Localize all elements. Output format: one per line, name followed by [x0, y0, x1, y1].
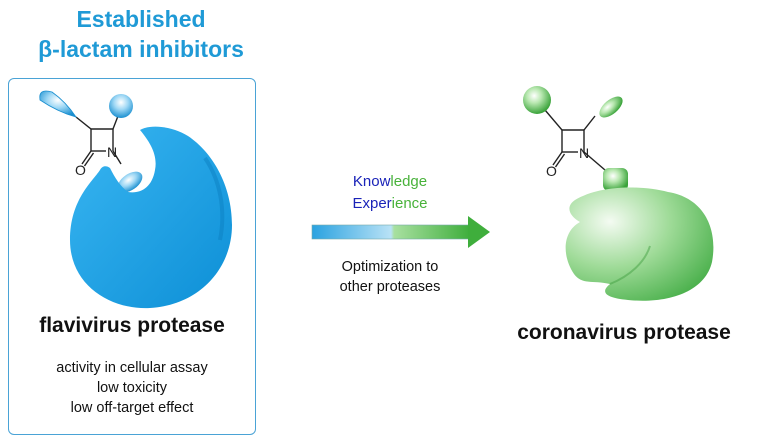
knowledge-word: Knowledge [352, 173, 428, 190]
right-oxygen-label: O [546, 163, 557, 179]
left-sphere-substituent [109, 94, 133, 118]
left-oxygen-label: O [75, 162, 86, 178]
left-nitrogen-label: N [107, 144, 117, 160]
diagram-title: Established β-lactam inhibitors [10, 4, 272, 64]
left-beta-lactam-structure: O N [75, 115, 122, 178]
flavivirus-panel [8, 78, 256, 435]
right-nitrogen-label: N [579, 145, 589, 161]
right-cube-substituent [603, 168, 628, 191]
right-beta-lactam-structure: O N [544, 109, 606, 179]
experience-word: Experience [352, 195, 428, 212]
right-sphere-substituent [523, 86, 551, 114]
right-ellipse-substituent [599, 96, 623, 118]
coronavirus-protease-shape [565, 187, 714, 301]
property-item: low off-target effect [70, 400, 194, 416]
optimization-caption: Optimization to other proteases [339, 259, 441, 295]
title-line-1: Established [76, 6, 206, 32]
flavivirus-label: flavivirus protease [39, 314, 225, 337]
coronavirus-label: coronavirus protease [517, 321, 731, 344]
left-ellipse-substituent [117, 171, 143, 193]
knowledge-experience-text: Knowledge Experience [320, 171, 460, 215]
flavivirus-properties: activity in cellular assay low toxicity … [8, 358, 256, 418]
left-teardrop-substituent [39, 90, 77, 118]
flavivirus-protease-shape [70, 126, 232, 309]
knowledge-transfer-arrow [311, 216, 490, 248]
property-item: activity in cellular assay [56, 360, 208, 376]
property-item: low toxicity [96, 380, 168, 396]
title-line-2: β-lactam inhibitors [38, 36, 244, 62]
